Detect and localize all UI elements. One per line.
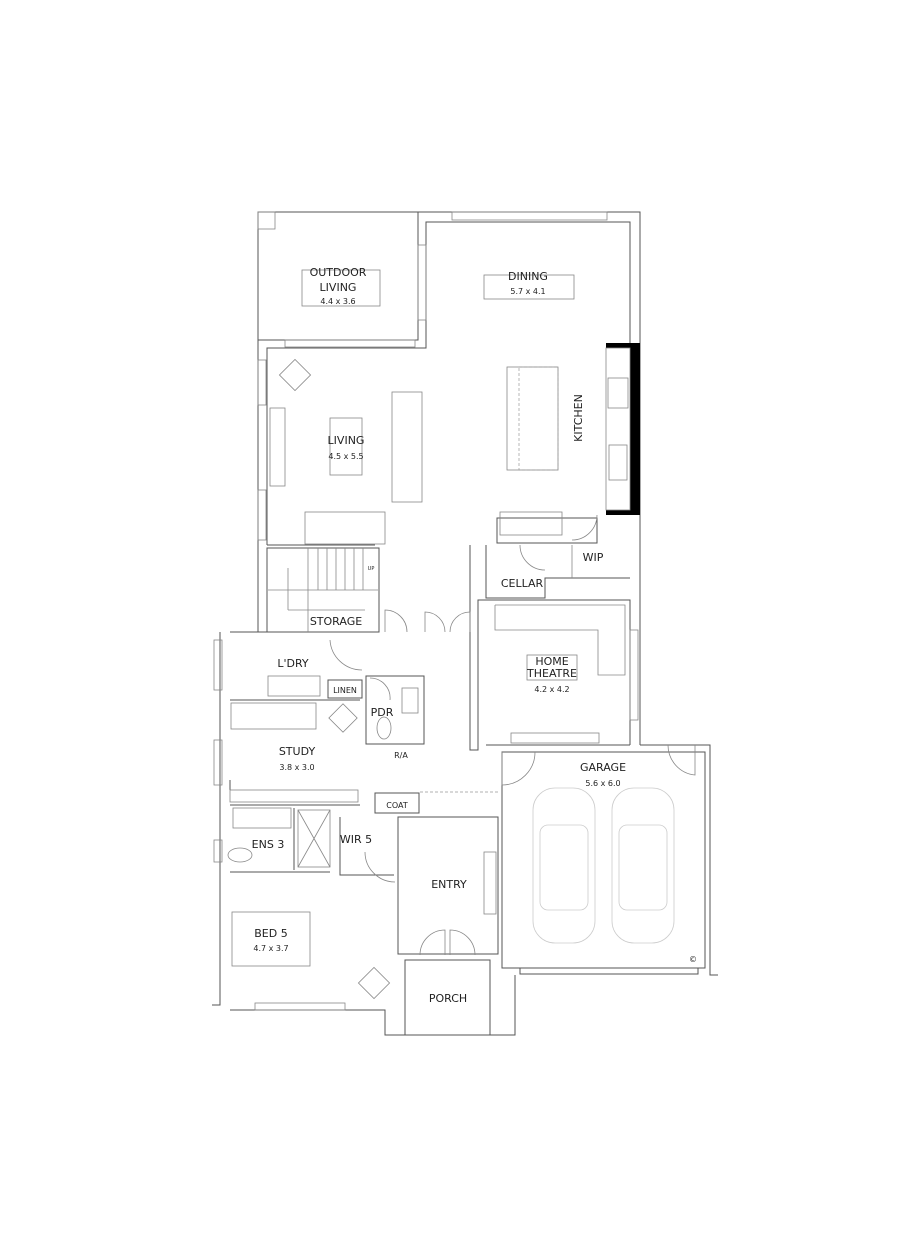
cars: [532, 787, 675, 944]
stairs: UP: [268, 548, 378, 632]
storage-label: STORAGE: [310, 615, 362, 628]
coat-label: COAT: [386, 801, 408, 810]
home-theatre-size: 4.2 x 4.2: [534, 685, 569, 694]
living-size: 4.5 x 5.5: [328, 452, 363, 461]
wip-label: WIP: [583, 551, 604, 564]
home-theatre-label-1: HOME: [535, 655, 568, 668]
linen-label: LINEN: [333, 686, 357, 695]
entry-label: ENTRY: [431, 878, 467, 891]
windows: [213, 211, 639, 1011]
garage-size: 5.6 x 6.0: [585, 779, 620, 788]
pdr-label: PDR: [371, 706, 394, 719]
home-theatre-label-2: THEATRE: [526, 667, 577, 680]
kitchen-bench: [605, 343, 640, 515]
walls: [212, 211, 718, 1036]
stairs-up-label: UP: [368, 566, 375, 572]
kitchen-label: KITCHEN: [572, 394, 585, 442]
outdoor-living-label-2: LIVING: [320, 281, 357, 294]
study-label: STUDY: [279, 745, 316, 758]
bed5-size: 4.7 x 3.7: [253, 944, 288, 953]
study-size: 3.8 x 3.0: [279, 763, 314, 772]
dining-label: DINING: [508, 270, 548, 283]
cellar-label: CELLAR: [501, 577, 544, 590]
furniture: [227, 269, 626, 1000]
doors: [329, 514, 696, 956]
ra-label: R/A: [394, 751, 408, 760]
living-label: LIVING: [328, 434, 365, 447]
meter-icon: ©: [689, 955, 697, 964]
porch-label: PORCH: [429, 992, 467, 1005]
bed5-label: BED 5: [254, 927, 287, 940]
room-labels: OUTDOOR LIVING 4.4 x 3.6 DINING 5.7 x 4.…: [252, 266, 697, 1005]
laundry-label: L'DRY: [277, 657, 309, 670]
outdoor-living-size: 4.4 x 3.6: [320, 297, 355, 306]
garage-label: GARAGE: [580, 761, 626, 774]
wir5-label: WIR 5: [340, 833, 372, 846]
dining-size: 5.7 x 4.1: [510, 287, 545, 296]
ens3-label: ENS 3: [252, 838, 285, 851]
outdoor-living-label-1: OUTDOOR: [310, 266, 367, 279]
